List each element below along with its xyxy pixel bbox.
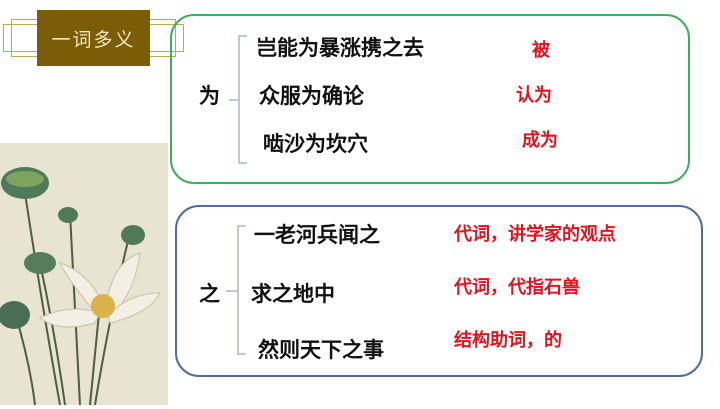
meaning-text: 被	[532, 40, 550, 61]
meaning-text: 结构助词，的	[454, 330, 562, 351]
meaning-text: 代词，代指石兽	[454, 277, 580, 298]
example-text: 啮沙为坎穴	[263, 131, 368, 156]
zhi-meanings-box	[175, 205, 703, 377]
lotus-illustration	[0, 143, 168, 406]
example-text: 求之地中	[251, 281, 335, 306]
meaning-text: 成为	[522, 130, 558, 151]
meaning-text: 认为	[516, 85, 552, 106]
wei-meanings-box	[170, 14, 690, 184]
meaning-text: 代词，讲学家的观点	[454, 224, 616, 245]
example-text: 岂能为暴涨携之去	[256, 35, 424, 60]
keyword-zhi: 之	[199, 281, 220, 306]
example-text: 一老河兵闻之	[254, 222, 380, 247]
example-text: 众服为确论	[259, 83, 364, 108]
example-text: 然则天下之事	[258, 337, 384, 362]
keyword-wei: 为	[199, 83, 220, 108]
section-title: 一词多义	[37, 10, 150, 66]
